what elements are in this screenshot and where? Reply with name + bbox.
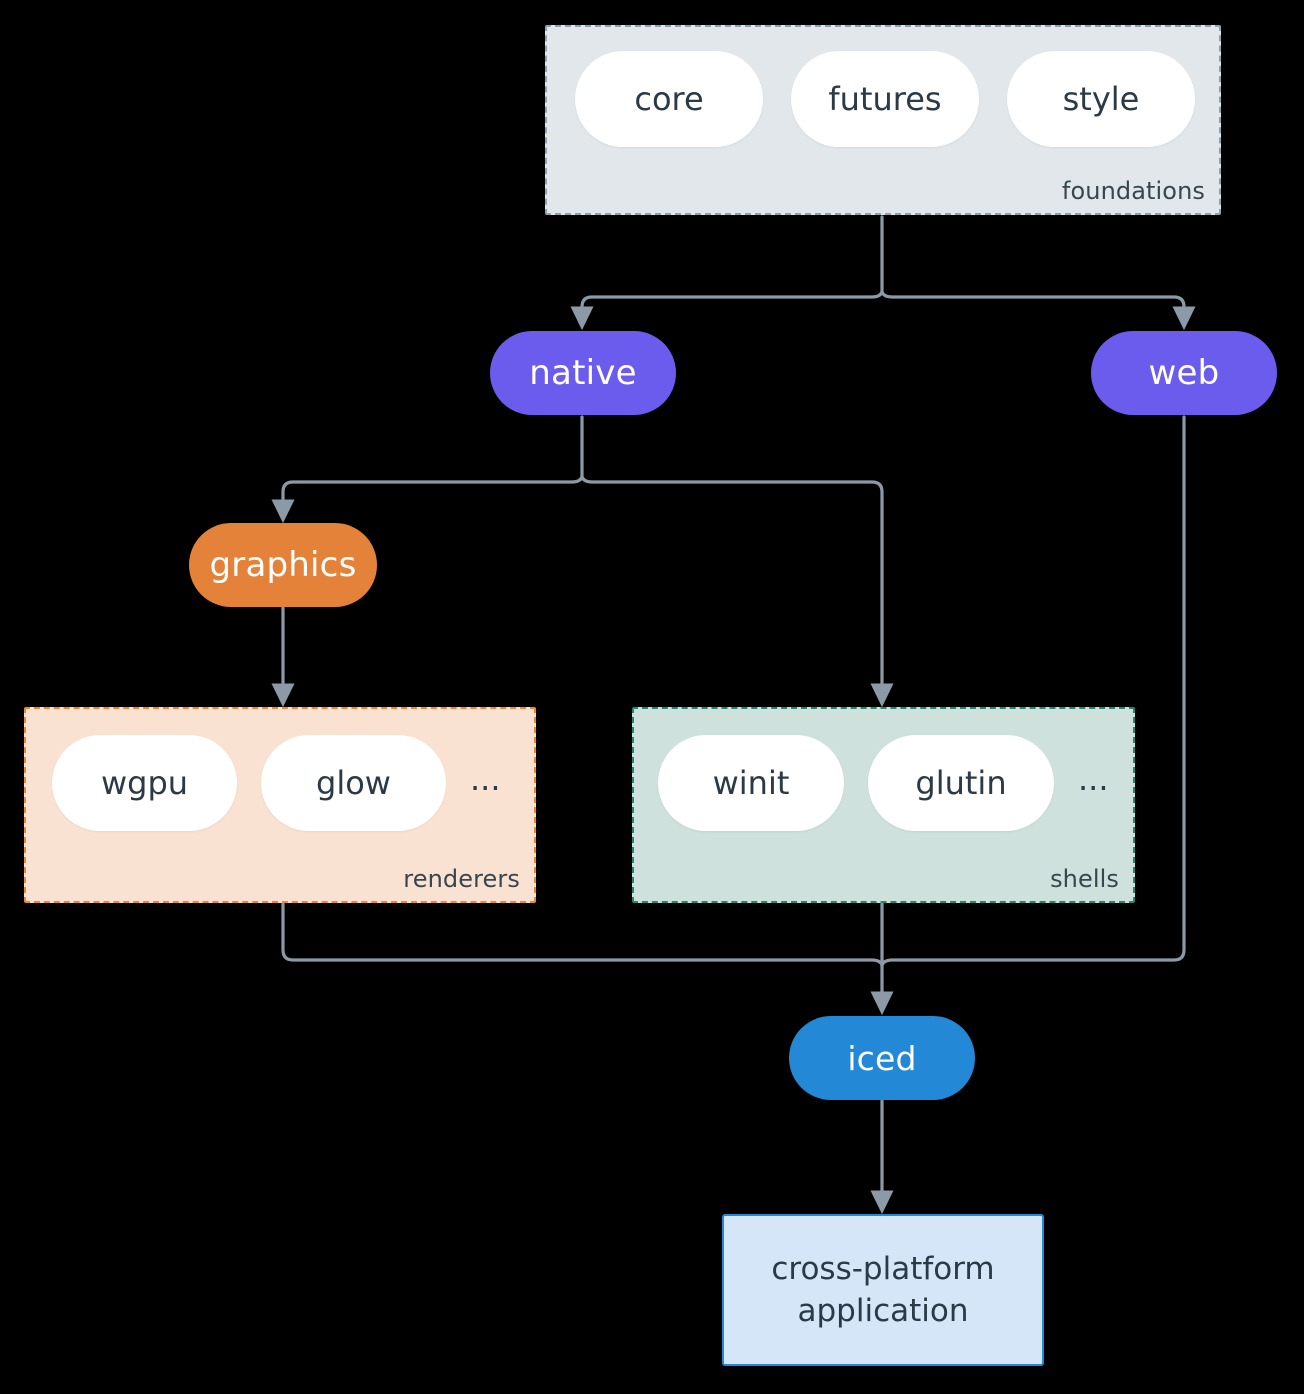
foundations-chip-list: core futures style: [575, 51, 1195, 147]
chip-glutin[interactable]: glutin: [868, 735, 1054, 831]
edge-foundations-web: [880, 290, 1196, 331]
node-application[interactable]: cross-platform application: [722, 1214, 1044, 1366]
renderers-chip-list: wgpu glow ...: [52, 735, 501, 831]
shells-overflow-ellipsis: ...: [1078, 760, 1109, 798]
edge-renderers-iced: [281, 902, 884, 967]
edge-native-shells: [580, 475, 894, 708]
node-graphics[interactable]: graphics: [189, 523, 377, 607]
node-iced[interactable]: iced: [789, 1016, 975, 1100]
group-label-shells: shells: [1050, 865, 1119, 893]
chip-winit[interactable]: winit: [658, 735, 844, 831]
group-label-foundations: foundations: [1061, 177, 1205, 205]
application-label-line1: cross-platform: [771, 1250, 995, 1287]
chip-futures[interactable]: futures: [791, 51, 979, 147]
group-label-renderers: renderers: [403, 865, 520, 893]
chip-core[interactable]: core: [575, 51, 763, 147]
shells-chip-list: winit glutin ...: [658, 735, 1109, 831]
chip-style[interactable]: style: [1007, 51, 1195, 147]
chip-glow[interactable]: glow: [261, 735, 446, 831]
node-native[interactable]: native: [490, 331, 676, 415]
renderers-overflow-ellipsis: ...: [470, 760, 501, 798]
edge-foundations-native: [570, 290, 884, 331]
group-foundations[interactable]: core futures style foundations: [545, 25, 1221, 215]
group-shells[interactable]: winit glutin ... shells: [632, 707, 1135, 903]
chip-wgpu[interactable]: wgpu: [52, 735, 237, 831]
node-web[interactable]: web: [1091, 331, 1277, 415]
application-label-line2: application: [797, 1293, 969, 1329]
edge-native-graphics: [271, 475, 584, 524]
group-renderers[interactable]: wgpu glow ... renderers: [24, 707, 536, 903]
